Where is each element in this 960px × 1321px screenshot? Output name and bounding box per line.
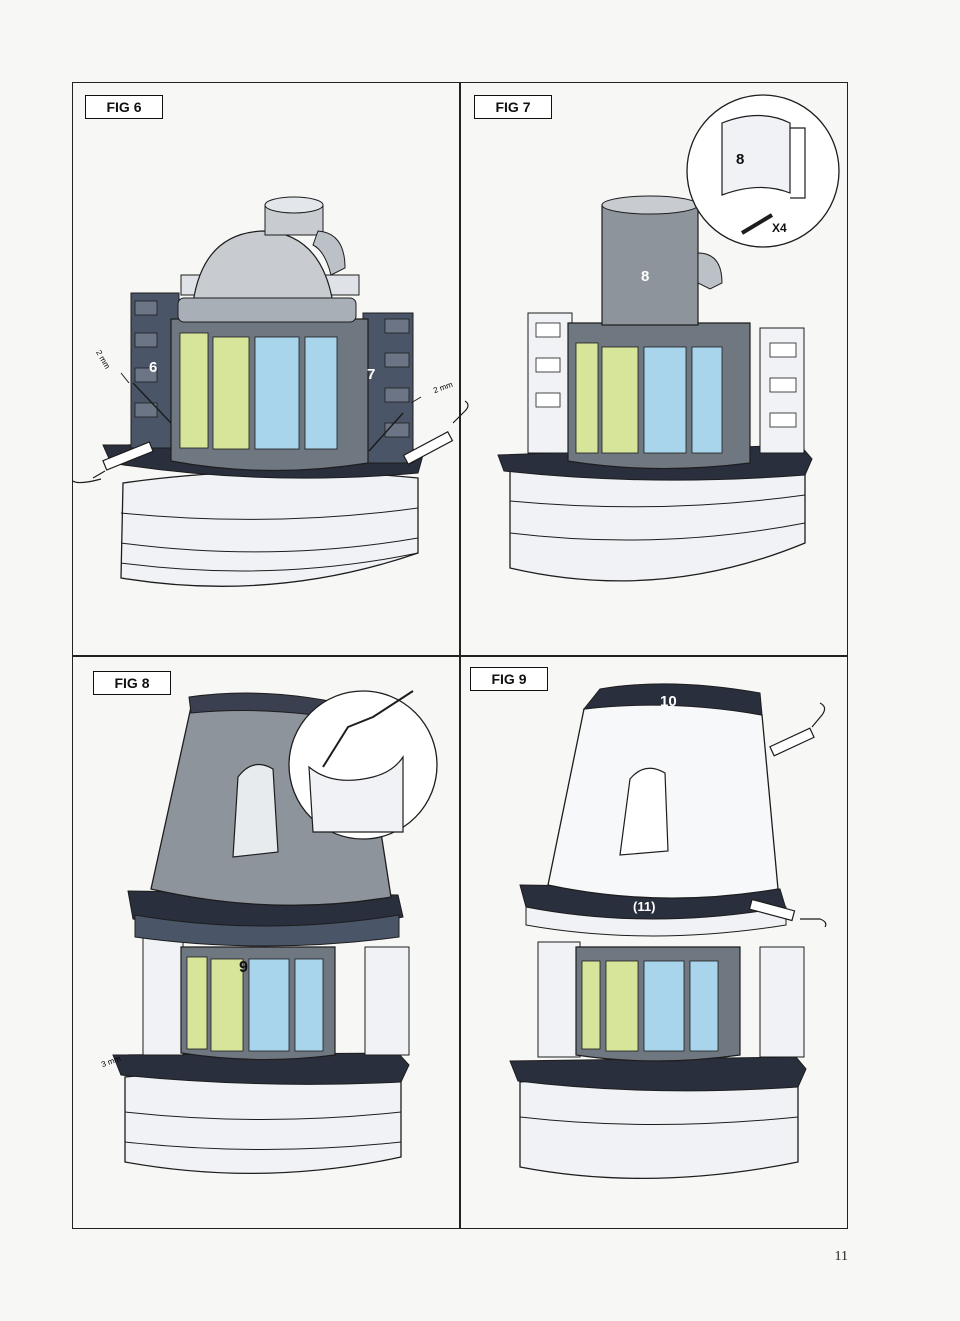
figure-sheet: FIG 6 — [72, 82, 848, 1229]
horizontal-divider — [73, 655, 847, 657]
fig7-illustration — [497, 94, 840, 582]
fig7-multiplier: X4 — [772, 221, 787, 235]
fig7-callout-8-pipe: 8 — [641, 268, 650, 285]
fig8-panel: FIG 8 — [73, 657, 459, 1230]
fig7-label: FIG 7 — [474, 95, 552, 119]
fig6-callout-7: 7 — [367, 366, 376, 383]
fig6-panel: FIG 6 — [72, 83, 469, 655]
fig9-label: FIG 9 — [470, 667, 548, 691]
fig9-callout-10: 10 — [660, 693, 677, 710]
fig7-panel: FIG 7 — [460, 83, 849, 655]
fig8-label: FIG 8 — [93, 671, 171, 695]
fig8-illustration — [112, 690, 438, 1174]
fig8-callout-9: 9 — [239, 959, 248, 976]
fig9-illustration — [509, 683, 827, 1179]
fig6-callout-6: 6 — [149, 359, 158, 376]
fig9-panel: FIG 9 — [460, 657, 849, 1230]
fig6-illustration — [72, 196, 469, 587]
fig7-callout-8-detail: 8 — [736, 151, 745, 168]
fig6-label: FIG 6 — [85, 95, 163, 119]
page-number: 11 — [834, 1249, 848, 1264]
fig9-callout-11: (11) — [633, 899, 656, 914]
